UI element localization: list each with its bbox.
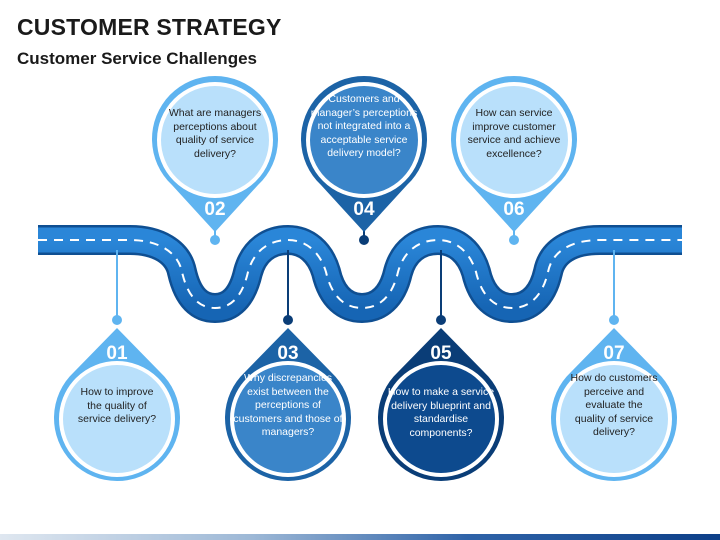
pin-04-dot bbox=[359, 235, 369, 245]
footer-gradient-bar bbox=[0, 534, 720, 540]
page-subtitle: Customer Service Challenges bbox=[17, 49, 257, 68]
page-title: CUSTOMER STRATEGY bbox=[17, 14, 282, 40]
pin-06-text: How can service improve customer service… bbox=[467, 107, 561, 160]
pin-02-dot bbox=[210, 235, 220, 245]
pin-04: 04 bbox=[300, 75, 427, 245]
winding-road bbox=[38, 224, 682, 324]
pin-06-dot bbox=[509, 235, 519, 245]
pin-03: 03 bbox=[225, 250, 351, 482]
pin-01-text: How to improve the quality of service de… bbox=[77, 386, 157, 425]
pin-03-text: Why discrepancies exist between the perc… bbox=[233, 372, 343, 438]
pin-04-face bbox=[306, 82, 422, 198]
road-center-dashes bbox=[38, 238, 682, 310]
pin-02: 02 bbox=[152, 75, 278, 245]
pin-05-number: 05 bbox=[430, 343, 452, 364]
pin-06: 06 bbox=[451, 75, 577, 245]
pin-01-face bbox=[59, 361, 175, 477]
pin-04-number: 04 bbox=[353, 199, 375, 220]
pin-01-dot bbox=[112, 315, 122, 325]
pin-02-face bbox=[157, 82, 273, 198]
pin-07-dot bbox=[609, 315, 619, 325]
pin-06-face bbox=[456, 82, 572, 198]
pin-05-text: How to make a service delivery blueprint… bbox=[387, 386, 495, 439]
pin-05-dot bbox=[436, 315, 446, 325]
pin-07-face bbox=[556, 361, 672, 477]
road-surface bbox=[38, 227, 682, 321]
pin-07-number: 07 bbox=[603, 343, 624, 364]
pin-01: 01 bbox=[54, 250, 180, 482]
pin-07: 07 bbox=[551, 250, 678, 482]
pin-02-number: 02 bbox=[204, 199, 225, 220]
pin-07-text: How do customers perceive and evaluate t… bbox=[570, 372, 658, 438]
pin-02-text: What are managers perceptions about qual… bbox=[168, 107, 262, 160]
pin-05: 05 bbox=[378, 250, 504, 482]
pin-06-number: 06 bbox=[503, 199, 524, 220]
pin-01-number: 01 bbox=[106, 343, 128, 364]
pin-04-text: Customers and manager’s perceptions not … bbox=[310, 93, 418, 159]
pin-05-face bbox=[383, 361, 499, 477]
pin-03-dot bbox=[283, 315, 293, 325]
pin-03-face bbox=[230, 361, 346, 477]
pin-03-number: 03 bbox=[277, 343, 298, 364]
